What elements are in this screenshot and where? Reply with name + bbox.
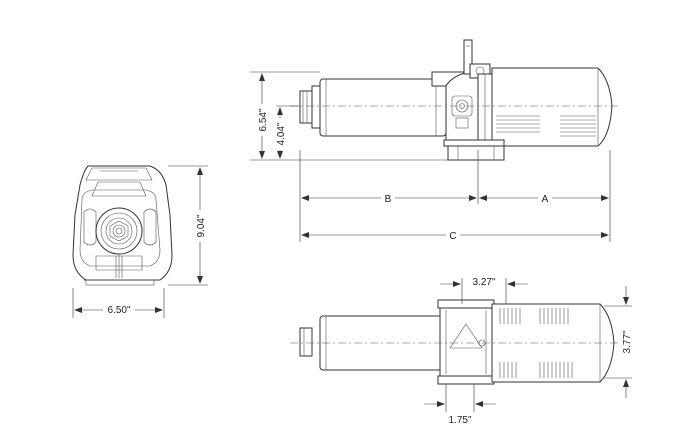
dim-top-flange-span: 3.27" xyxy=(440,274,528,304)
top-offset-label: 1.75" xyxy=(448,415,471,426)
dim-side-lengths: B A C xyxy=(299,150,611,242)
dim-a-label: A xyxy=(542,194,549,205)
side-overall-height-label: 6.54" xyxy=(258,108,269,131)
motor-vent-slots xyxy=(496,115,596,137)
front-height-label: 9.04" xyxy=(196,214,207,237)
top-view xyxy=(290,299,618,385)
top-height-label: 3.77" xyxy=(622,330,633,353)
dim-front-height: 9.04" xyxy=(168,165,208,286)
dim-c-label: C xyxy=(449,231,456,242)
top-motor-vent-slots xyxy=(499,308,573,378)
dim-top-height: 3.77" xyxy=(604,286,633,398)
dim-b-label: B xyxy=(385,194,392,205)
dim-front-width: 6.50" xyxy=(72,288,165,318)
front-width-label: 6.50" xyxy=(107,305,130,316)
top-flange-span-label: 3.27" xyxy=(472,277,495,288)
front-view xyxy=(72,165,173,286)
dim-side-heights: 6.54" 4.04" xyxy=(250,71,448,161)
side-view xyxy=(290,39,618,161)
dim-top-offset: 1.75" xyxy=(424,384,496,426)
side-center-height-label: 4.04" xyxy=(276,122,287,145)
